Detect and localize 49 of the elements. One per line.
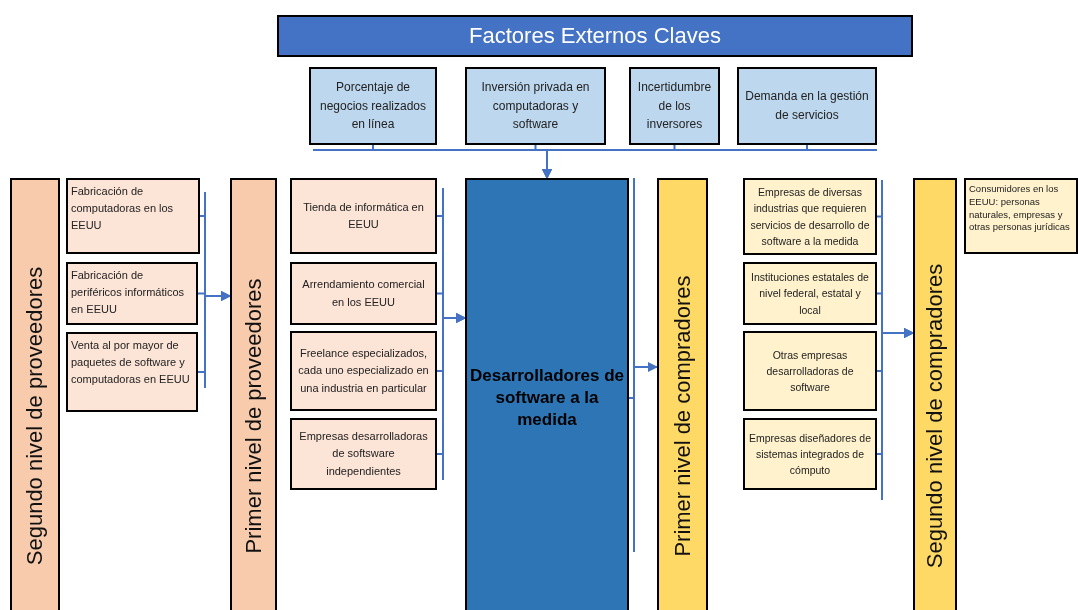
supplier-text: Empresas desarrolladoras de softsware independientes <box>298 429 429 479</box>
buyer-text: Otras empresas desarrolladoras de software <box>765 347 855 396</box>
header-bar <box>277 15 913 57</box>
supplier-box <box>290 331 437 411</box>
tier-label: Segundo nivel de compradores <box>921 263 948 569</box>
factor-text: Porcentaje de negocios realizados en línea <box>318 79 428 134</box>
factor-text: Demanda en la gestión de servicios <box>744 88 870 124</box>
connector-arrow <box>542 144 808 179</box>
factor-box <box>629 67 720 145</box>
supplier-box <box>66 332 198 412</box>
supplier-box <box>290 418 437 490</box>
buyer-text: Consumidores en los EEUU: personas naturales, empresas y otras personas jurídicas <box>968 182 1071 235</box>
tier-band <box>230 178 277 610</box>
tier-band <box>913 178 957 610</box>
buyer-text: Empresas diseñadores de sistemas integrados de cómputo <box>748 430 872 479</box>
factor-box <box>465 67 606 145</box>
tier-band <box>10 178 60 610</box>
supplier-text: Freelance especializados, cada uno especializado en una industria en particular <box>297 346 430 396</box>
supplier-box <box>66 262 198 325</box>
connector-arrow <box>876 328 914 455</box>
tier-label: Primer nivel de proveedores <box>240 278 267 554</box>
supplier-box <box>290 262 437 325</box>
tier-band <box>657 178 708 610</box>
connector-arrow <box>197 291 231 373</box>
supplier-text: Tienda de informática en EEUU <box>302 199 425 232</box>
factor-box <box>737 67 877 145</box>
core-industry-title: Desarrolladores de software a la medida <box>469 364 625 432</box>
tier-label: Segundo nivel de proveedores <box>22 266 49 566</box>
core-industry-box <box>465 178 629 610</box>
factor-text: Incertidumbre de los inversores <box>636 79 713 134</box>
factor-box <box>309 67 437 145</box>
header-title: Factores Externos Claves <box>468 21 722 50</box>
supplier-text: Venta al por mayor de paquetes de software y computadoras en EEUU <box>70 338 191 388</box>
tier-label: Primer nivel de compradores <box>669 275 696 557</box>
buyer-box <box>743 178 877 255</box>
buyer-text: Instituciones estatales de nivel federal, estatal y local <box>750 270 870 318</box>
buyer-text: Empresas de diversas industrias que requieren servicios de desarrollo de software a la medida <box>749 184 871 249</box>
connector-arrow <box>436 313 466 455</box>
buyer-box <box>743 262 877 325</box>
supplier-box <box>66 178 200 254</box>
buyer-box <box>743 418 877 490</box>
connector-arrow <box>628 362 658 399</box>
buyer-box <box>743 331 877 411</box>
buyer-box <box>964 178 1078 254</box>
supplier-text: Arrendamiento comercial en los EEUU <box>301 277 426 310</box>
supplier-text: Fabricación de periféricos informáticos en EEUU <box>70 268 186 318</box>
supplier-box <box>290 178 437 254</box>
factor-text: Inversión privada en computadoras y software <box>480 79 591 134</box>
supplier-text: Fabricación de computadoras en los EEUU <box>70 184 175 234</box>
